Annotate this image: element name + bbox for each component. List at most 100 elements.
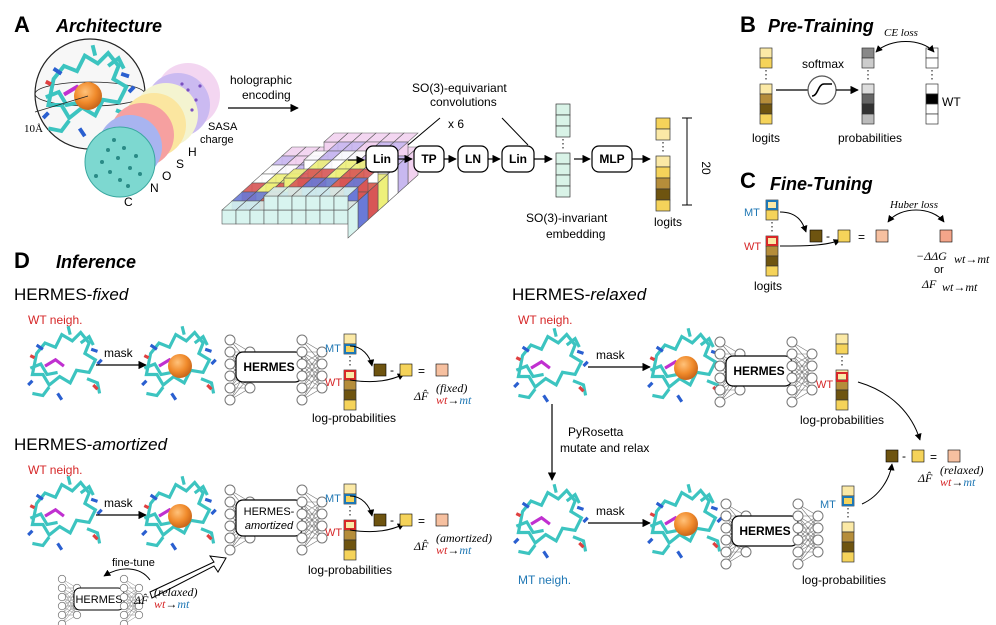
vector-cell: [343, 539, 357, 551]
svg-text:HERMES: HERMES: [739, 524, 790, 538]
svg-text:HERMES: HERMES: [243, 360, 294, 374]
relaxed-wt-logprobs: [835, 333, 849, 411]
channel-n: N: [150, 181, 159, 195]
svg-text:-: -: [390, 513, 394, 527]
panel-c-letter: C: [740, 168, 756, 193]
svg-text:mask: mask: [104, 346, 134, 360]
vector-cell: [555, 185, 571, 198]
vector-cell: [861, 47, 875, 59]
svg-text:WT neigh.: WT neigh.: [28, 313, 82, 327]
vector-cell: [555, 103, 571, 116]
svg-text:MT: MT: [325, 493, 341, 505]
svg-text:log-probabilities: log-probabilities: [802, 573, 886, 587]
wt-highlight: [344, 370, 356, 380]
wt-onehot: [925, 47, 939, 125]
vector-cell: [765, 265, 779, 277]
svg-text:log-probabilities: log-probabilities: [312, 411, 396, 425]
svg-text:mask: mask: [104, 496, 134, 510]
svg-text:mutate and relax: mutate and relax: [560, 441, 649, 455]
vector-cell: [835, 333, 849, 345]
vector-cell: [861, 57, 875, 69]
architecture-logits-label: logits: [654, 215, 682, 229]
tensor-cell: [277, 195, 293, 211]
svg-text:MT: MT: [820, 499, 836, 511]
tensor-cell: [291, 209, 307, 225]
conv-blocks: Lin TP LN Lin: [365, 145, 553, 173]
panel-d: D Inference HERMES-fixed WT neigh. mask …: [14, 248, 984, 625]
tensor-cell: [235, 209, 251, 225]
svg-text:PyRosetta: PyRosetta: [568, 425, 624, 439]
finetune-logits-label: logits: [754, 279, 782, 293]
vector-cell: [759, 93, 773, 105]
invariant-label-1: SO(3)-invariant: [526, 211, 608, 225]
svg-text:-: -: [826, 229, 830, 243]
panel-a-title: Architecture: [55, 16, 162, 36]
wt-highlight: [836, 372, 848, 382]
finetune-wt-label: WT: [744, 241, 761, 253]
wt-highlight: [344, 520, 356, 530]
wt-onehot-label: WT: [942, 95, 961, 109]
vector-cell: [861, 93, 875, 105]
channel-c: C: [124, 195, 133, 209]
vector-cell: [841, 485, 855, 497]
svg-text:WT: WT: [325, 377, 342, 389]
panel-c: C Fine-Tuning MT WT logits - = Huber los…: [740, 168, 990, 294]
vector-cell: [655, 128, 671, 141]
svg-text:WT neigh.: WT neigh.: [28, 463, 82, 477]
vector-cell: [555, 114, 571, 127]
tensor-cell: [263, 195, 279, 211]
vector-cell: [841, 541, 855, 553]
softmax-icon: [807, 75, 837, 105]
svg-text:HERMES: HERMES: [75, 594, 122, 606]
svg-text:(fixed): (fixed): [436, 381, 467, 395]
vector-cell: [343, 333, 357, 345]
svg-text:TP: TP: [421, 152, 436, 166]
vector-cell: [655, 188, 671, 201]
svg-text:MT neigh.: MT neigh.: [518, 573, 571, 587]
mt-highlight: [842, 496, 854, 506]
pretrain-logits: [759, 47, 773, 125]
svg-text:Lin: Lin: [509, 152, 527, 166]
svg-text:mask: mask: [596, 504, 626, 518]
tensor-cell: [305, 209, 321, 225]
vector-cell: [765, 255, 779, 267]
pretrain-logits-label: logits: [752, 131, 780, 145]
hermes-fixed: HERMES-fixed WT neigh. mask HERMES MT WT…: [14, 285, 396, 425]
hermes-relaxed: HERMES-relaxed WT neigh. mask HERMES WT …: [512, 285, 984, 587]
vector-cell: [555, 163, 571, 176]
mt-highlight: [766, 200, 778, 210]
svg-text:=: =: [418, 364, 425, 378]
svg-text:wt→mt: wt→mt: [436, 393, 472, 407]
channel-stack: C N O S H SASA charge: [84, 63, 238, 209]
amortized-logprobs: [343, 483, 357, 561]
hermes-amortized: HERMES-amortized WT neigh. mask HERMES- …: [14, 435, 392, 625]
amortized-equation: - = ΔF̂ (amortized) wt→mt ΔF̂ (relaxed) …: [133, 495, 492, 611]
vector-cell: [655, 177, 671, 190]
invariant-embedding: [555, 103, 571, 198]
svg-text:fine-tune: fine-tune: [112, 557, 155, 569]
panel-b-letter: B: [740, 12, 756, 37]
wt-highlight: [766, 236, 778, 246]
tensor-top: [333, 186, 359, 197]
tensor-cell: [221, 209, 237, 225]
tensor-cell: [319, 195, 335, 211]
svg-text:amortized: amortized: [245, 520, 294, 532]
or-label: or: [934, 264, 944, 276]
vector-cell: [343, 529, 357, 541]
svg-text:Lin: Lin: [373, 152, 391, 166]
panel-d-title: Inference: [56, 252, 136, 272]
pretrain-probabilities: [861, 47, 875, 125]
dim-label: 20: [699, 161, 713, 175]
vector-cell: [861, 83, 875, 95]
svg-text:(relaxed): (relaxed): [940, 463, 984, 477]
df-sub: wt→mt: [942, 280, 978, 294]
equivariant-label-1: SO(3)-equivariant: [412, 81, 507, 95]
vector-cell: [925, 83, 939, 95]
channel-h: H: [188, 145, 197, 159]
vector-cell: [835, 343, 849, 355]
vector-cell: [861, 113, 875, 125]
vector-cell: [343, 549, 357, 561]
svg-text:=: =: [858, 230, 865, 244]
relaxed-delta: ΔF̂: [917, 471, 933, 485]
svg-text:WT: WT: [816, 379, 833, 391]
